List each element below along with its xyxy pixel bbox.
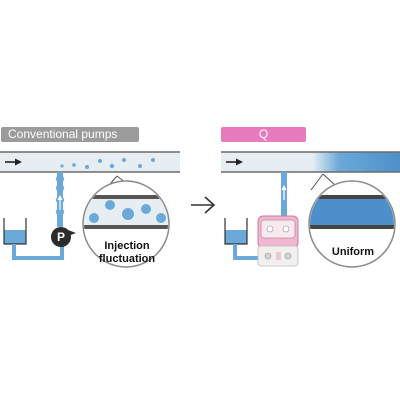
left-main-pipe [0, 151, 180, 173]
right-flow-arrow-icon [226, 158, 243, 166]
left-feed-pipes [12, 172, 64, 260]
zoom-text-line2: fluctuation [98, 253, 156, 265]
right-main-pipe [221, 151, 400, 173]
injection-fluctuation-text: Injection fluctuation [96, 240, 158, 266]
pump-circle-icon [51, 227, 76, 247]
right-tank [224, 218, 248, 245]
conventional-pumps-tag: Conventional pumps [1, 127, 139, 142]
pump-letter: P [56, 230, 65, 244]
right-up-arrow-icon [281, 185, 287, 200]
left-up-arrow-icon [57, 195, 63, 210]
left-flow-arrow-icon [5, 158, 22, 166]
left-tank [3, 218, 27, 245]
left-zoom-circle [82, 175, 170, 268]
pink-pump-device-icon [257, 215, 299, 267]
uniform-text: Uniform [331, 246, 375, 258]
zoom-text-line1: Injection [104, 240, 150, 252]
right-zoom-circle [308, 173, 396, 268]
chevron-right-arrow-icon [191, 196, 216, 214]
left-pipe-bubbles [60, 158, 155, 169]
q-tag: Q [221, 127, 306, 142]
